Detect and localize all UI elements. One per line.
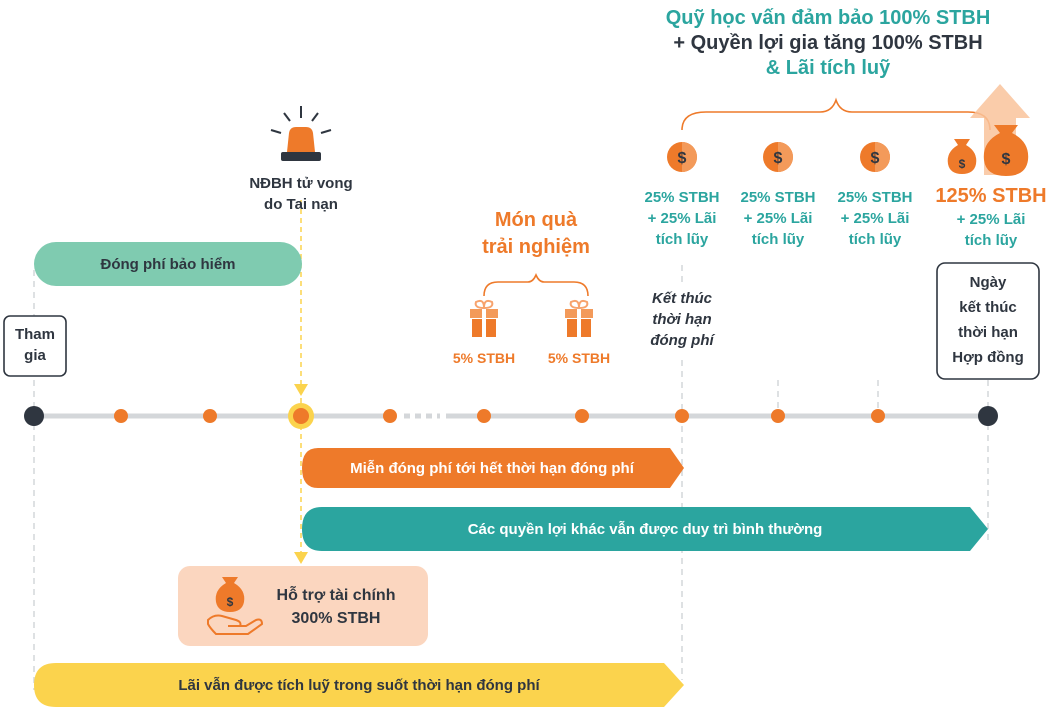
payout-main: 25% STBH	[740, 189, 816, 206]
other-benefits-banner-bg	[302, 507, 988, 551]
dollar-coin-icon: $	[667, 142, 697, 172]
payout-extra: tích lũy	[655, 231, 709, 248]
payout-extra: + 25% Lãi	[840, 210, 910, 227]
timeline-dot	[771, 409, 785, 423]
contract-end-line-3: thời hạn	[958, 324, 1018, 341]
payout-2: 25% STBH + 25% Lãi tích lũy	[723, 187, 833, 250]
support-line-2: 300% STBH	[291, 610, 381, 627]
interest-banner-bg	[34, 663, 684, 707]
payout-main: 125% STBH	[935, 185, 1047, 207]
svg-text:$: $	[678, 150, 687, 167]
gift-title-line-1: Món quà	[494, 209, 578, 231]
payout-main: 25% STBH	[644, 189, 720, 206]
gift-title: Món quà trải nghiệm	[456, 207, 616, 261]
hand-holding-money-icon: $	[207, 577, 264, 635]
top-line-1: Quỹ học vấn đảm bảo 100% STBH	[665, 7, 991, 29]
money-bag-icon: $	[947, 139, 977, 174]
gift-box-icon	[470, 299, 498, 337]
death-label: NĐBH tử vong do Tai nạn	[221, 173, 381, 215]
money-bag-icon: $	[983, 125, 1029, 176]
gift-title-line-2: trải nghiệm	[482, 236, 590, 258]
payout-extra: tích lũy	[751, 231, 805, 248]
support-line-1: Hỗ trợ tài chính	[276, 587, 396, 604]
contract-end-line-1: Ngày	[969, 274, 1007, 291]
end-dot	[978, 406, 998, 426]
timeline-dot	[203, 409, 217, 423]
payout-extra: tích lũy	[848, 231, 902, 248]
svg-text:$: $	[227, 595, 234, 609]
premium-banner-label: Đóng phí bảo hiểm	[100, 255, 236, 273]
death-arrow-down-icon	[294, 384, 308, 396]
payout-extra: + 25% Lãi	[647, 210, 717, 227]
end-payment-line-2: thời hạn	[652, 311, 712, 328]
dollar-coin-icon: $	[860, 142, 890, 172]
gift-amount-1: 5% STBH	[452, 350, 516, 366]
payout-extra: + 25% Lãi	[956, 211, 1026, 228]
payout-extra: tích lũy	[964, 232, 1018, 249]
alarm-siren-icon	[270, 106, 332, 161]
timeline-dot	[675, 409, 689, 423]
svg-text:$: $	[871, 150, 880, 167]
waiver-banner-label: Miễn đóng phí tới hết thời hạn đóng phí	[350, 459, 634, 477]
svg-text:$: $	[959, 157, 966, 171]
timeline-dot	[477, 409, 491, 423]
start-dot	[24, 406, 44, 426]
top-headline: Quỹ học vấn đảm bảo 100% STBH + Quyền lợ…	[600, 6, 1056, 81]
benefit-bracket	[681, 97, 991, 131]
join-box	[3, 315, 67, 377]
join-line-1: Tham	[14, 326, 55, 343]
gift-bracket	[483, 272, 589, 297]
support-label: Hỗ trợ tài chính 300% STBH	[256, 584, 416, 630]
death-line-1: NĐBH tử vong	[249, 175, 353, 192]
timeline-dot	[575, 409, 589, 423]
interest-banner-label: Lãi vẫn được tích luỹ trong suốt thời hạ…	[178, 676, 540, 694]
end-payment-line-1: Kết thúc	[652, 290, 712, 307]
payout-extra: + 25% Lãi	[743, 210, 813, 227]
support-arrow-down-icon	[294, 552, 308, 564]
premium-banner-bg	[34, 242, 302, 286]
timeline-dot	[871, 409, 885, 423]
contract-end-label: Ngày kết thúc thời hạn Hợp đồng	[937, 270, 1039, 370]
join-label: Tham gia	[4, 324, 66, 366]
death-line-2: do Tai nạn	[264, 196, 338, 213]
contract-end-line-2: kết thúc	[959, 299, 1017, 316]
death-dot	[293, 408, 309, 424]
gift-box-icon	[565, 299, 593, 337]
dollar-coin-icon: $	[763, 142, 793, 172]
payout-main: 25% STBH	[837, 189, 913, 206]
contract-end-box	[936, 262, 1040, 380]
timeline-dot	[383, 409, 397, 423]
top-line-3: & Lãi tích luỹ	[765, 57, 891, 79]
other-benefits-banner-label: Các quyền lợi khác vẫn được duy trì bình…	[467, 520, 823, 538]
payout-3: 25% STBH + 25% Lãi tích lũy	[820, 187, 930, 250]
end-payment-line-3: đóng phí	[650, 332, 714, 349]
end-payment-label: Kết thúc thời hạn đóng phí	[622, 288, 742, 351]
payout-4: 125% STBH + 25% Lãi tích lũy	[926, 183, 1056, 251]
timeline-dot	[114, 409, 128, 423]
waiver-banner-bg	[302, 448, 684, 488]
payout-1: 25% STBH + 25% Lãi tích lũy	[627, 187, 737, 250]
svg-text:$: $	[774, 150, 783, 167]
svg-text:$: $	[1002, 151, 1011, 168]
contract-end-line-4: Hợp đồng	[952, 349, 1024, 366]
join-line-2: gia	[24, 347, 46, 364]
top-line-2: + Quyền lợi gia tăng 100% STBH	[673, 32, 983, 54]
gift-amount-2: 5% STBH	[547, 350, 611, 366]
